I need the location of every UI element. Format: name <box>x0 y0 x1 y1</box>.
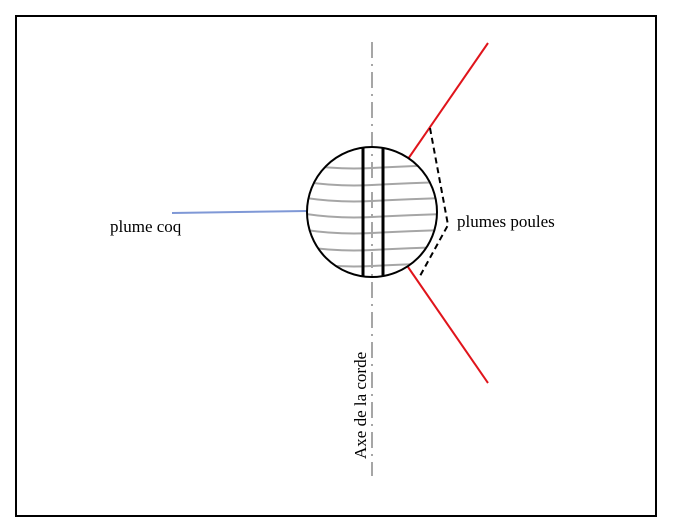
hen-feathers-dashed-bracket <box>419 127 450 277</box>
plume-coq-label: plume coq <box>110 217 182 236</box>
hen-feather-upper-line <box>407 42 489 160</box>
plumes-poules-label: plumes poules <box>457 212 555 231</box>
cock-feather-line <box>171 210 308 214</box>
axe-corde-label: Axe de la corde <box>351 352 370 459</box>
diagram-frame <box>15 15 657 517</box>
hen-feather-lower-line <box>407 266 489 384</box>
